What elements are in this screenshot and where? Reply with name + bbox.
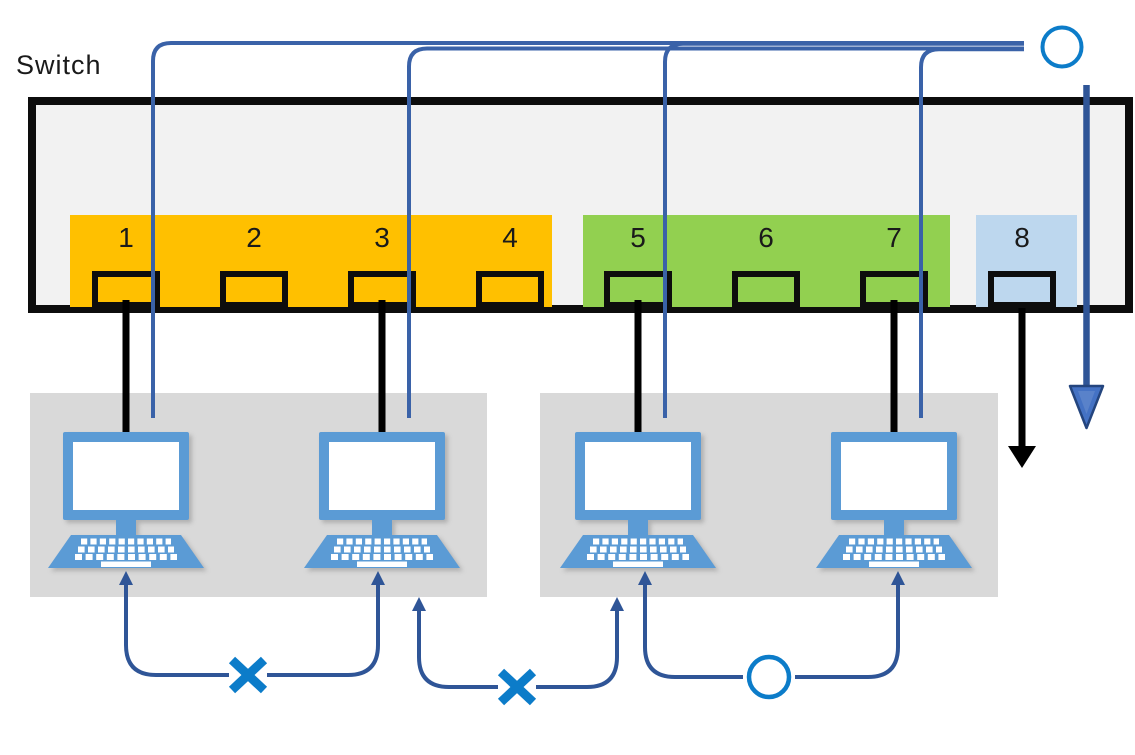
comm-arrow-pc2-pc3-right [536,606,619,689]
port-3-connector [348,271,416,308]
port-1-connector [92,271,160,308]
port-7-connector [860,271,928,308]
port-2-connector [220,271,288,308]
uplink-ok-box [1024,9,1100,85]
port-5-number: 5 [630,222,646,253]
pc-area-right [540,393,998,597]
up-arrow-icon [412,597,426,611]
port-4-connector [476,271,544,308]
port-1-number: 1 [118,222,134,253]
port8-out-arrow-icon [1008,308,1036,468]
port-7-number: 7 [886,222,902,253]
port-8-number: 8 [1014,222,1030,253]
uplink-ok-circle-icon [1040,25,1084,69]
switch-label: Switch [16,50,102,80]
port-3-number: 3 [374,222,390,253]
port-5-connector [604,271,672,308]
port-2-number: 2 [246,222,262,253]
x-mark-icon-1 [228,656,268,694]
pc-area-left [30,393,487,597]
down-arrow-icon [1068,384,1105,430]
comm-arrow-pc2-pc3-left [417,606,498,689]
port-6-number: 6 [758,222,774,253]
port-8-connector [988,271,1056,308]
o-mark-icon [746,654,792,700]
up-arrow-icon [610,597,624,611]
x-mark-icon-2 [497,668,537,706]
port-4-number: 4 [502,222,518,253]
port-6-connector [732,271,800,308]
comm-marks [228,656,537,706]
